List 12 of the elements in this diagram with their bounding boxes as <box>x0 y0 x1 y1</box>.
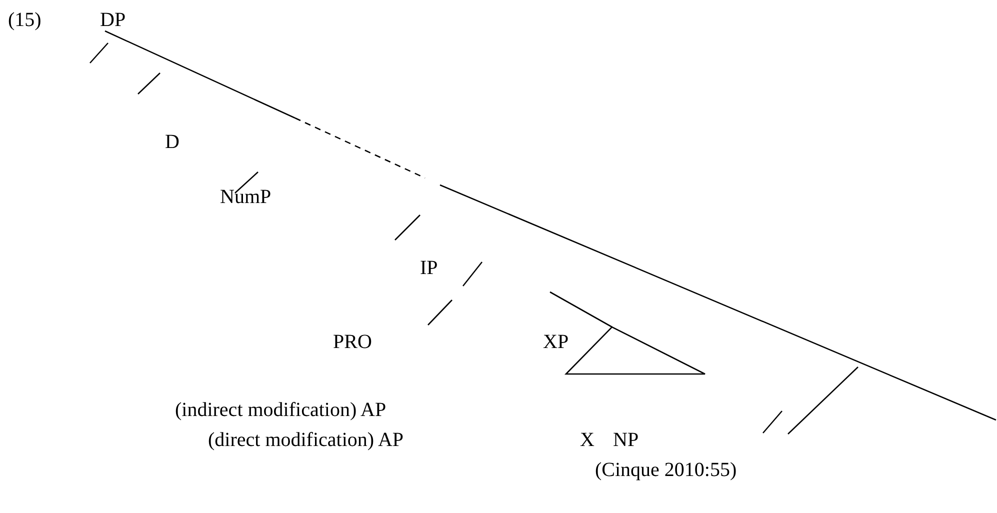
citation-caption: (Cinque 2010:55) <box>595 460 737 480</box>
tree-label: (indirect modification) AP <box>175 400 386 420</box>
tree-label: NP <box>613 430 639 450</box>
tree-label: DP <box>100 10 126 30</box>
tree-label: XP <box>543 332 569 352</box>
tree-label: X <box>580 430 594 450</box>
tree-label: IP <box>420 258 438 278</box>
tree-label: D <box>165 132 180 152</box>
tree-label: PRO <box>333 332 372 352</box>
tree-label: (direct modification) AP <box>208 430 404 450</box>
tree-label: NumP <box>220 187 272 207</box>
tree-label: (15) <box>8 10 42 30</box>
